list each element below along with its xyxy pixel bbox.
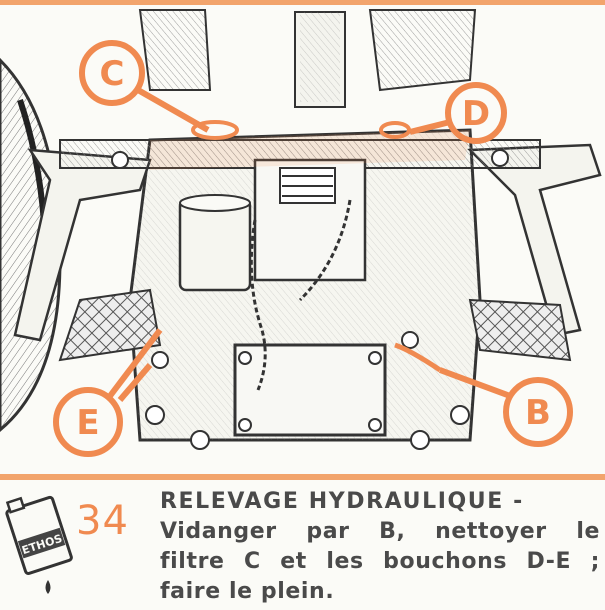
page-number: 34 <box>76 498 129 544</box>
right-lift-arm <box>467 143 602 337</box>
filter-housing <box>178 198 252 292</box>
top-border <box>0 0 605 5</box>
cover-plate <box>233 343 387 437</box>
right-step-plate <box>468 298 572 362</box>
caption-line-2: filtre C et les bouchons D-E ; <box>160 549 600 574</box>
seat-mount-right <box>368 9 477 92</box>
callout-e <box>53 328 163 457</box>
oil-can-icon: ETHOS <box>5 495 73 594</box>
maintenance-caption: RELEVAGE HYDRAULIQUE - Vidanger par B, n… <box>160 487 600 607</box>
callout-d <box>379 82 507 144</box>
oil-drop-icon <box>45 580 51 594</box>
callout-b-label: B <box>525 393 551 433</box>
hydraulic-lift-illustration: C D E B <box>0 0 605 457</box>
left-step-plate <box>58 288 162 362</box>
caption-line-3: faire le plein. <box>160 579 335 604</box>
callout-d-label: D <box>462 94 490 134</box>
bolts <box>111 149 509 450</box>
caption-line-1: Vidanger par B, nettoyer le <box>160 519 600 544</box>
callout-c <box>79 40 239 140</box>
seat-mount-left <box>138 9 212 91</box>
callout-e-label: E <box>76 403 99 443</box>
callout-b <box>394 342 573 447</box>
caption-heading: RELEVAGE HYDRAULIQUE - <box>160 489 524 514</box>
section-divider <box>0 474 605 480</box>
chain <box>249 219 267 391</box>
callout-c-label: C <box>100 54 125 94</box>
